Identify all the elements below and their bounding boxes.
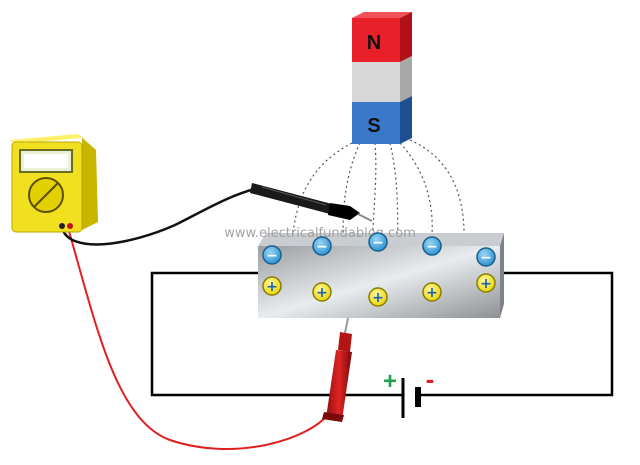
- positive-charge: [368, 287, 388, 307]
- positive-charge-symbol: +: [316, 285, 328, 301]
- black-probe: [250, 183, 373, 222]
- negative-charge: [476, 247, 496, 267]
- negative-charge-symbol: −: [372, 235, 384, 251]
- battery-positive-symbol: +: [383, 368, 397, 395]
- multimeter: [10, 134, 98, 233]
- charges: − − − − − + + + + +: [262, 232, 496, 307]
- negative-charge-symbol: −: [266, 248, 278, 264]
- negative-charge: [312, 236, 332, 256]
- multimeter-v-jack: [67, 223, 73, 229]
- battery-negative-symbol: -: [426, 364, 435, 394]
- positive-charge: [422, 282, 442, 302]
- bar-magnet: N S: [352, 12, 412, 144]
- black-probe-lead: [60, 186, 259, 246]
- magnet-north-pole: [352, 18, 400, 62]
- positive-charge-symbol: +: [372, 290, 384, 306]
- negative-charge-symbol: −: [426, 239, 438, 255]
- magnet-south-pole: [352, 102, 400, 144]
- positive-charge: [262, 276, 282, 296]
- magnet-middle: [352, 62, 400, 102]
- battery: + -: [383, 364, 434, 418]
- red-probe-lead: [67, 227, 331, 450]
- magnet-north-label: N: [367, 32, 381, 54]
- negative-charge: [422, 236, 442, 256]
- positive-charge: [476, 273, 496, 293]
- watermark: www.electricalfundablog.com: [224, 226, 416, 241]
- positive-charge-symbol: +: [266, 279, 278, 295]
- negative-charge-symbol: −: [480, 250, 492, 266]
- negative-charge: [262, 245, 282, 265]
- red-probe: [322, 317, 352, 422]
- magnet-south-label: S: [367, 115, 380, 137]
- negative-charge-symbol: −: [316, 239, 328, 255]
- circuit-wire: [150, 271, 614, 397]
- positive-charge-symbol: +: [480, 276, 492, 292]
- positive-charge: [312, 282, 332, 302]
- positive-charge-symbol: +: [426, 285, 438, 301]
- negative-charge: [368, 232, 388, 252]
- multimeter-com-jack: [59, 223, 65, 229]
